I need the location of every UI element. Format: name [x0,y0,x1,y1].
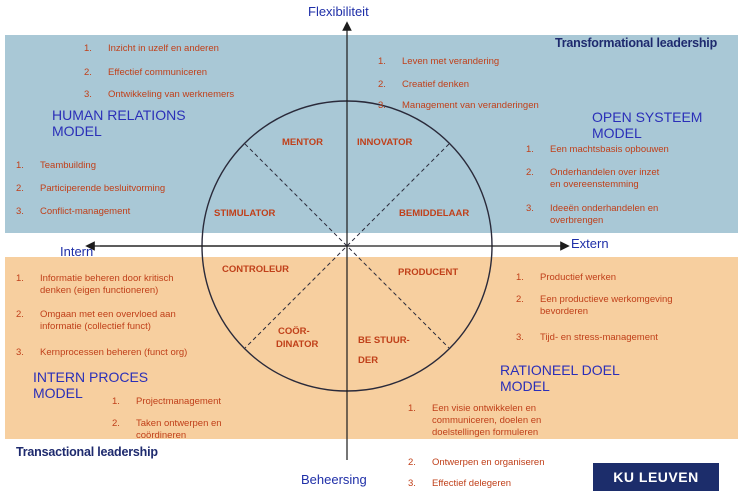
role-mentor: MENTOR [282,137,323,148]
role-bestuurder: BE STUUR-DER [358,335,410,366]
axis-label-external: Extern [571,236,609,251]
diagonal-divider-1 [244,143,450,349]
control-band [5,257,738,439]
ku-leuven-logo: KU LEUVEN [593,463,719,491]
flexibility-band [5,35,738,233]
role-bemiddelaar: BEMIDDELAAR [399,208,470,219]
role-innovator: INNOVATOR [357,137,413,148]
role-stimulator: STIMULATOR [214,208,276,219]
role-coordinator: COÖR-DINATOR [276,326,319,350]
transformational-leadership-label: Transformational leadership [555,36,718,50]
axis-label-flexibility: Flexibiliteit [308,4,369,19]
diagonal-divider-2 [244,143,450,349]
transactional-leadership-label: Transactional leadership [16,445,158,459]
role-producent: PRODUCENT [398,267,459,278]
axis-label-internal: Intern [60,244,94,259]
role-controleur: CONTROLEUR [222,264,290,275]
axis-label-control: Beheersing [301,472,367,487]
